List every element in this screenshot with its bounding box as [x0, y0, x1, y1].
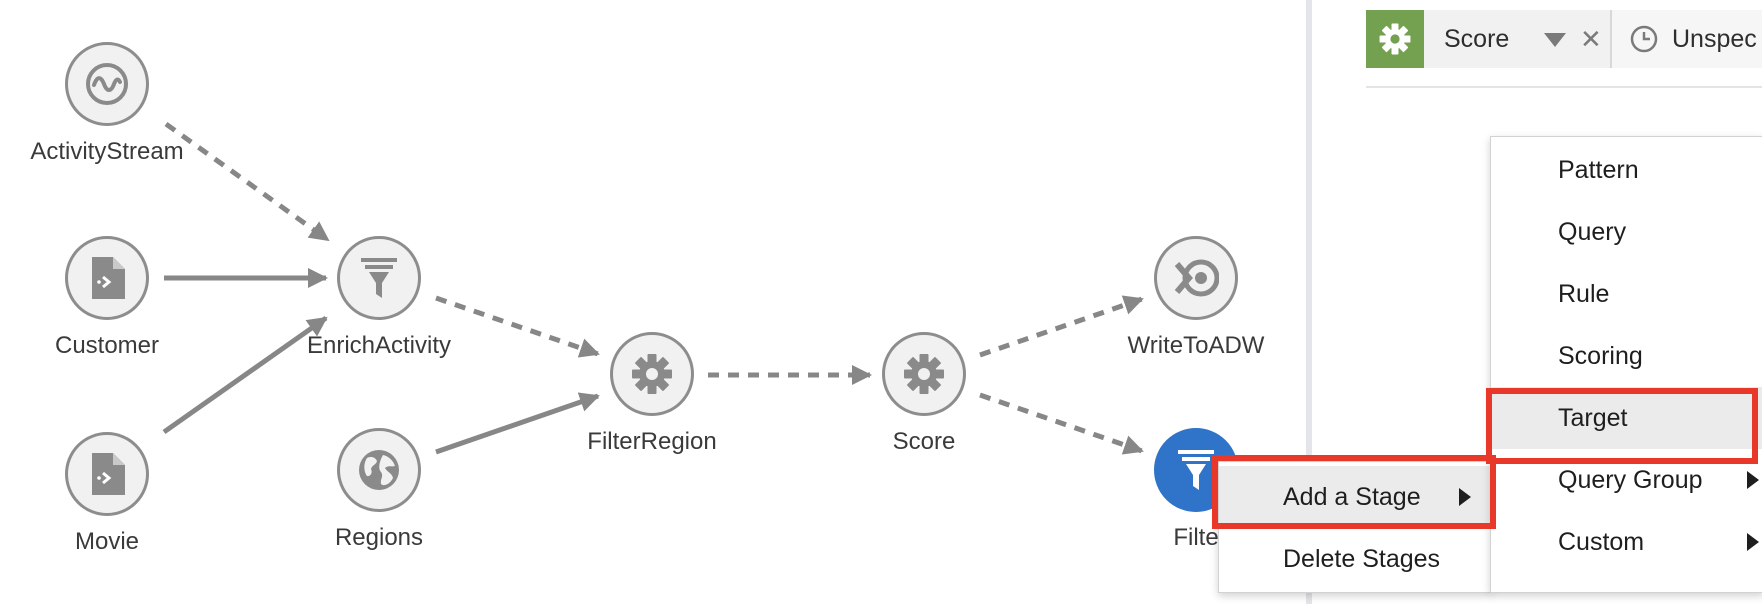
menu-item-label: Query Group	[1558, 466, 1703, 494]
gear-icon	[632, 354, 672, 394]
node-circle[interactable]	[65, 42, 149, 126]
menu-item-label: Custom	[1558, 528, 1645, 556]
menu-item-label: Query	[1558, 218, 1627, 246]
menu-item-label: Delete Stages	[1283, 545, 1441, 573]
node-label: Score	[892, 428, 956, 455]
node-score[interactable]: Score	[882, 332, 966, 455]
edge-score-writetoadw	[979, 295, 1144, 358]
pipeline-canvas[interactable]: ActivityStream Customer Movie	[0, 0, 1306, 604]
submenu-item-custom[interactable]: Custom	[1491, 511, 1762, 573]
submenu-item-pattern[interactable]: Pattern	[1491, 139, 1762, 201]
submenu-item-query-group[interactable]: Query Group	[1491, 449, 1762, 511]
callout-add-a-stage	[1212, 455, 1496, 529]
clock-icon	[1630, 25, 1658, 53]
node-filterregion[interactable]: FilterRegion	[587, 332, 717, 455]
gear-icon	[904, 354, 944, 394]
node-label: FilterRegion	[587, 428, 717, 455]
node-circle[interactable]	[337, 428, 421, 512]
submenu-item-query[interactable]: Query	[1491, 201, 1762, 263]
node-label: WriteToADW	[1127, 332, 1265, 359]
edge-activitystream-enrichactivity	[164, 121, 330, 243]
edge-movie-enrichactivity	[162, 315, 328, 435]
stage-tab-score[interactable]: Score ✕	[1424, 10, 1612, 68]
submenu-item-target[interactable]: Target	[1491, 387, 1762, 449]
funnel-icon	[1178, 450, 1214, 490]
node-customer[interactable]: Customer	[55, 236, 159, 359]
node-activitystream[interactable]: ActivityStream	[30, 42, 184, 165]
close-icon[interactable]: ✕	[1580, 24, 1602, 54]
node-regions[interactable]: Regions	[335, 428, 423, 551]
edge-regions-filterregion	[435, 392, 600, 455]
node-circle[interactable]	[1154, 236, 1238, 320]
edge-score-filter	[979, 392, 1144, 455]
target-output-icon	[1174, 259, 1219, 297]
node-enrichactivity[interactable]: EnrichActivity	[307, 236, 451, 359]
node-label: Movie	[74, 528, 140, 555]
node-circle[interactable]	[65, 432, 149, 516]
submenu-item-rule[interactable]: Rule	[1491, 263, 1762, 325]
node-circle[interactable]	[610, 332, 694, 416]
stage-tab-label: Score	[1444, 25, 1510, 53]
node-circle[interactable]	[882, 332, 966, 416]
stage-type-badge	[1366, 10, 1424, 68]
stream-wave-icon	[86, 63, 128, 105]
time-range-tab[interactable]: Unspec	[1612, 10, 1762, 68]
submenu-arrow-icon	[1747, 471, 1759, 489]
node-movie[interactable]: Movie	[65, 432, 149, 555]
file-input-icon	[92, 453, 125, 495]
pipeline-edges	[162, 121, 1144, 455]
menu-item-label: Rule	[1558, 280, 1610, 308]
time-range-label: Unspec	[1672, 25, 1757, 53]
node-label: EnrichActivity	[306, 332, 452, 359]
menu-item-add-a-stage[interactable]: Add a Stage	[1219, 466, 1491, 528]
menu-item-label: Pattern	[1558, 156, 1639, 184]
node-circle[interactable]	[65, 236, 149, 320]
node-writetoadw[interactable]: WriteToADW	[1128, 236, 1264, 359]
gear-icon	[1379, 23, 1411, 55]
node-circle[interactable]	[337, 236, 421, 320]
edge-enrichactivity-filterregion	[435, 295, 600, 358]
menu-item-label: Add a Stage	[1283, 483, 1421, 511]
submenu-arrow-icon	[1747, 533, 1759, 551]
node-label: Regions	[334, 524, 424, 551]
node-label: ActivityStream	[30, 138, 184, 165]
callout-target	[1486, 388, 1758, 464]
menu-item-delete-stages[interactable]: Delete Stages	[1219, 528, 1491, 590]
toolbar-divider	[1366, 86, 1762, 88]
submenu-item-scoring[interactable]: Scoring	[1491, 325, 1762, 387]
caret-down-icon[interactable]	[1544, 33, 1566, 47]
panel-divider[interactable]	[1306, 0, 1312, 604]
menu-item-label: Scoring	[1558, 342, 1643, 370]
add-stage-submenu: Pattern Query Rule Scoring Target Query …	[1490, 136, 1762, 593]
node-label: Customer	[54, 332, 160, 359]
file-input-icon	[92, 257, 125, 299]
globe-icon	[359, 450, 399, 490]
submenu-arrow-icon	[1459, 488, 1471, 506]
node-label: Filte	[1173, 524, 1219, 551]
menu-item-label: Target	[1558, 404, 1628, 432]
funnel-icon	[361, 258, 397, 298]
